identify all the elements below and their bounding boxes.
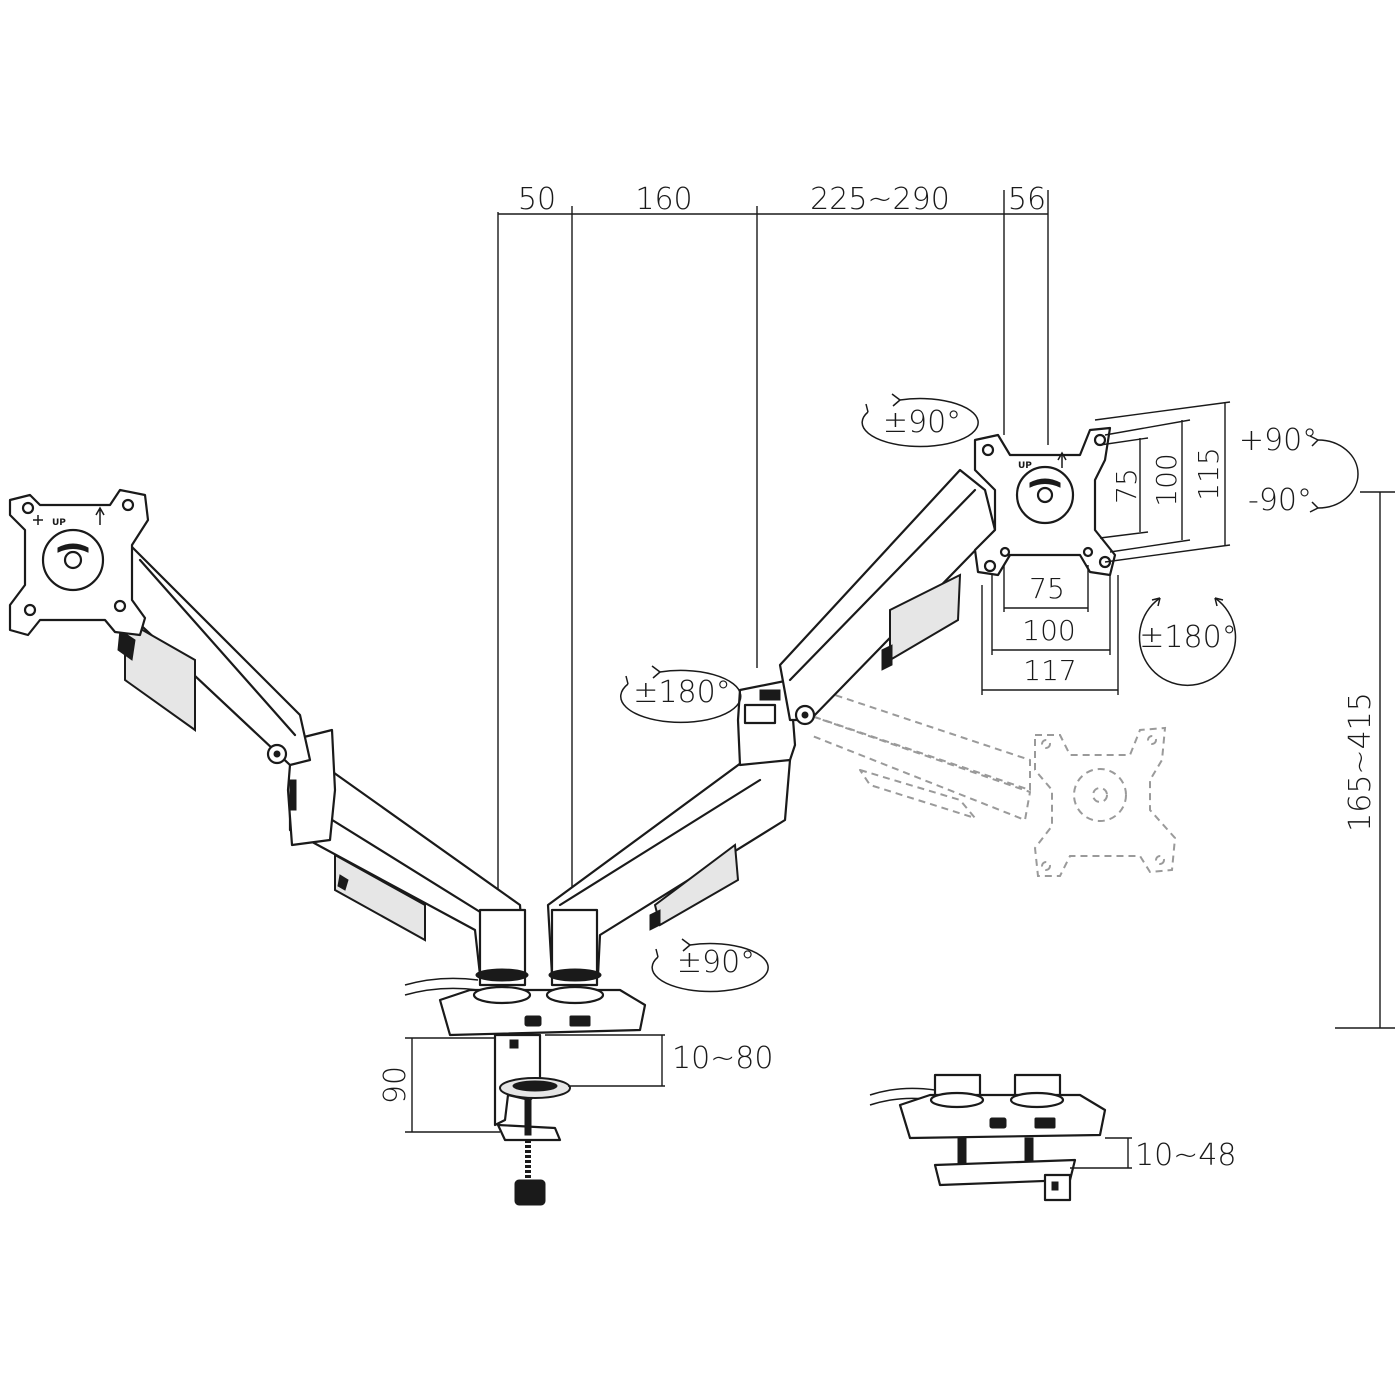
top-dimension-lines: [497, 190, 1049, 905]
clamp-dimensions: [405, 1034, 1132, 1169]
rotation-label-tilt-up: +90°: [1239, 423, 1317, 458]
rotation-label-tilt-top: ±90°: [883, 405, 961, 440]
left-arm: UP: [8, 488, 527, 977]
right-plate-up-mark: UP: [1018, 461, 1032, 471]
left-plate-up-mark: UP: [52, 518, 66, 528]
rotation-label-swivel-plate: ±180°: [1139, 620, 1236, 655]
left-cable-cover-upper: [124, 618, 196, 732]
base-audio-port: [569, 1015, 591, 1027]
vesa-v100-label: 100: [1150, 453, 1183, 506]
vesa-dimensions: [981, 401, 1231, 695]
vesa-h117-label: 117: [1023, 654, 1076, 687]
grommet-base-assembly: [869, 1073, 1107, 1202]
height-range-label: 165~415: [1343, 692, 1378, 832]
dim-label-160: 160: [635, 182, 692, 217]
vesa-h100-label: 100: [1022, 614, 1075, 647]
base-usb-port: [524, 1015, 542, 1027]
rotation-indicator-swivel-plate: [1138, 597, 1237, 687]
clamp-knob: [514, 1179, 546, 1206]
vesa-v115-label: 115: [1192, 447, 1225, 500]
rotation-indicator-swivel-base: [651, 938, 769, 993]
rotation-indicator-tilt-updown: [1309, 435, 1359, 513]
rotation-label-tilt-down: -90°: [1248, 483, 1312, 518]
height-range-dimension: [1335, 491, 1395, 1029]
clamp-height-label: 90: [378, 1066, 413, 1104]
desk-thickness-clamp-label: 10~80: [672, 1041, 773, 1076]
rotation-label-swivel-base: ±90°: [677, 945, 755, 980]
left-cable-cover-lower: [334, 853, 426, 942]
rotation-indicator-swivel-arm: [620, 665, 742, 724]
dim-label-225-290: 225~290: [810, 182, 950, 217]
desk-base: [438, 988, 647, 1037]
rotation-label-swivel-arm: ±180°: [633, 675, 730, 710]
ghost-arm-position: [789, 679, 1177, 877]
base-assembly: [404, 908, 647, 1206]
dim-label-56: 56: [1008, 182, 1046, 217]
vesa-h75-label: 75: [1029, 572, 1065, 605]
desk-thickness-grommet-label: 10~48: [1135, 1138, 1236, 1173]
right-cable-cover-upper: [889, 573, 962, 662]
dim-label-50: 50: [518, 182, 556, 217]
rotation-indicator-tilt-top: [861, 393, 979, 448]
vesa-v75-label: 75: [1110, 468, 1143, 504]
